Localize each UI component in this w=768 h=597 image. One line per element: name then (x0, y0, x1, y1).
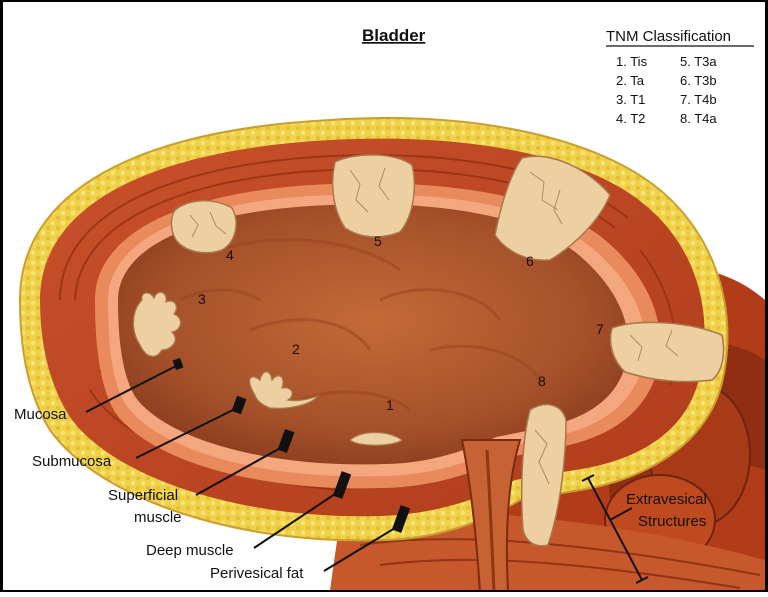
image-frame (0, 0, 768, 592)
bladder-diagram: Bladder TNM Classification 1. Tis 2. Ta … (0, 0, 768, 592)
